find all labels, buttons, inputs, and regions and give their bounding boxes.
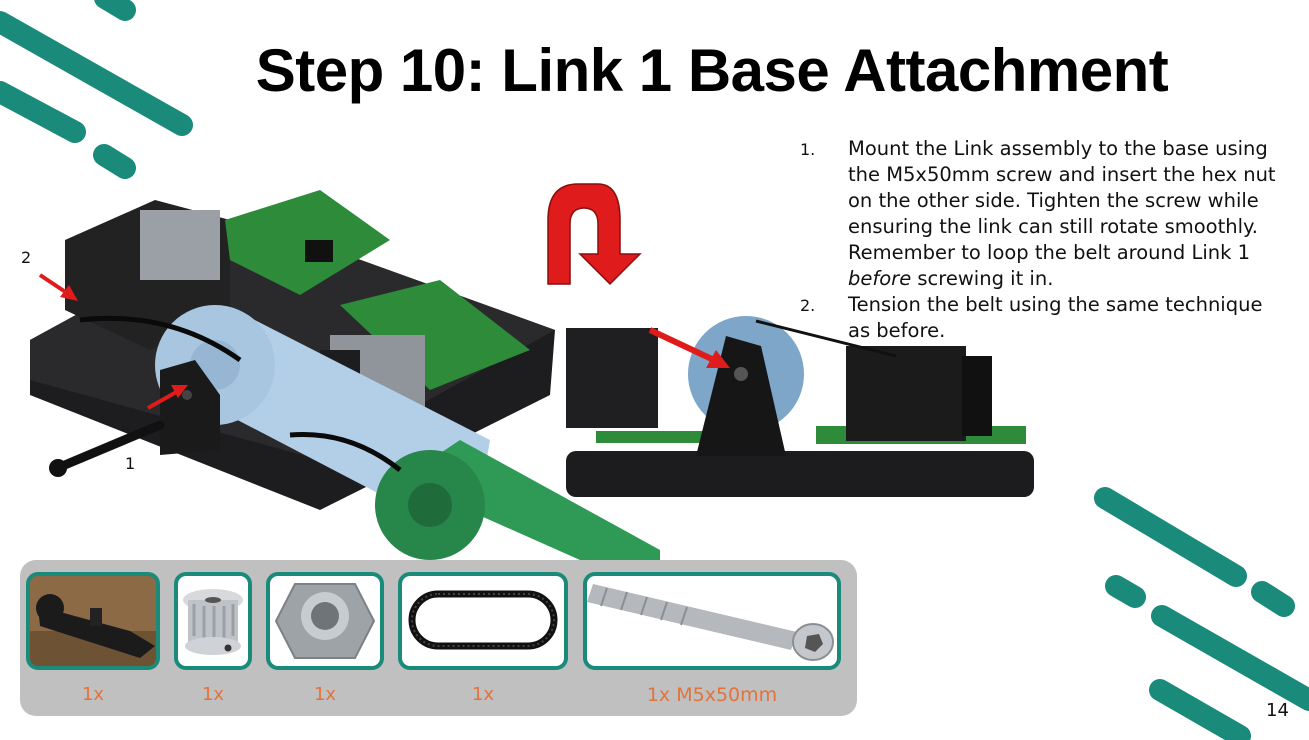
part-quantity: 1x xyxy=(81,684,105,705)
instruction-text: Tension the belt using the same techniqu… xyxy=(848,293,1263,342)
callout-label-2: 2 xyxy=(21,248,32,267)
instruction-list: 1. Mount the Link assembly to the base u… xyxy=(800,136,1290,344)
parts-list-panel: 1x 1x 1x 1x 1x M5x50mm xyxy=(20,560,857,716)
part-quantity: 1x xyxy=(471,684,495,705)
m5-screw-icon xyxy=(587,584,834,661)
instruction-item-2: 2. Tension the belt using the same techn… xyxy=(800,292,1290,344)
part-card-timing-belt xyxy=(398,572,568,670)
instruction-number: 2. xyxy=(800,296,816,315)
part-quantity: 1x M5x50mm xyxy=(646,684,778,706)
page-title: Step 10: Link 1 Base Attachment xyxy=(255,37,1169,104)
assembly-render-side xyxy=(566,316,1034,497)
timing-belt-icon xyxy=(408,590,558,650)
instruction-number: 1. xyxy=(800,140,816,159)
assembly-render-left xyxy=(30,190,660,560)
instruction-text-end: screwing it in. xyxy=(911,267,1054,290)
instruction-text: Mount the Link assembly to the base usin… xyxy=(848,137,1276,264)
link-1-part-photo xyxy=(30,576,156,666)
part-quantity: 1x xyxy=(313,684,337,705)
rotate-arrow-icon xyxy=(547,183,642,286)
part-card-hex-nut xyxy=(266,572,384,670)
callout-label-1: 1 xyxy=(125,454,136,473)
arrow-icon xyxy=(147,385,188,410)
instruction-emphasis: before xyxy=(848,267,912,290)
page-number: 14 xyxy=(1266,700,1289,721)
arrow-icon xyxy=(648,327,730,368)
part-card-pulley xyxy=(174,572,252,670)
hex-nut-icon xyxy=(274,583,376,659)
part-card-link-1 xyxy=(26,572,160,670)
pulley-icon xyxy=(183,589,243,655)
part-quantity: 1x xyxy=(201,684,225,705)
part-card-m5-screw xyxy=(583,572,841,670)
arrow-icon xyxy=(38,273,78,301)
instruction-item-1: 1. Mount the Link assembly to the base u… xyxy=(800,136,1290,292)
